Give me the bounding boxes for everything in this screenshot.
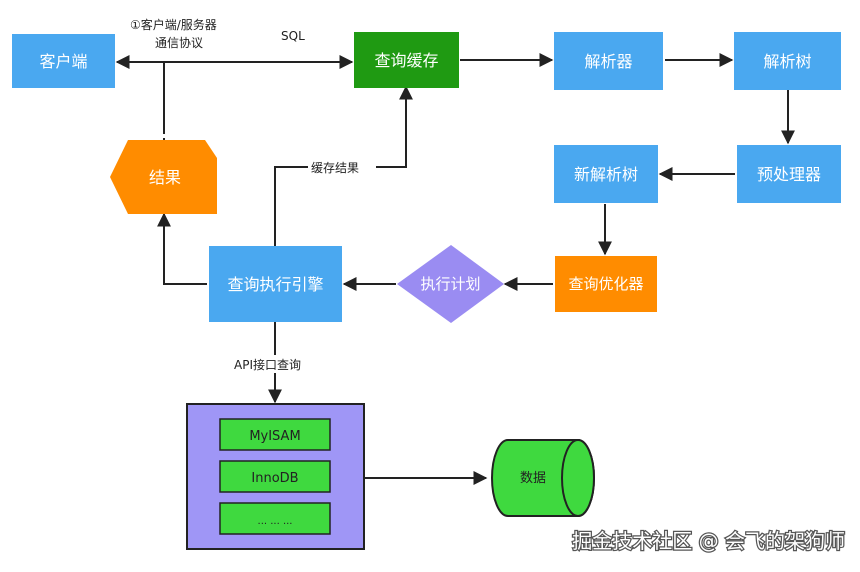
node-result-label: 结果 xyxy=(149,168,181,187)
node-new-parse-tree: 新解析树 xyxy=(554,145,658,203)
node-preprocessor: 预处理器 xyxy=(737,145,841,203)
node-client-label: 客户端 xyxy=(39,52,87,71)
node-data-cylinder: 数据 xyxy=(491,439,595,517)
storage-engine-more-label: ... ... ... xyxy=(258,516,293,527)
node-parser: 解析器 xyxy=(554,32,663,90)
node-preprocessor-label: 预处理器 xyxy=(757,165,821,184)
label-api-query: API接口查询 xyxy=(234,357,301,372)
node-client: 客户端 xyxy=(12,34,115,88)
node-execution-plan: 执行计划 xyxy=(397,245,504,323)
node-query-engine-label: 查询执行引擎 xyxy=(227,275,323,294)
label-protocol-line2: 通信协议 xyxy=(155,35,203,50)
node-query-cache: 查询缓存 xyxy=(354,32,459,88)
label-cache-result: 缓存结果 xyxy=(311,161,359,175)
node-new-parse-tree-label: 新解析树 xyxy=(574,165,638,184)
node-query-optimizer: 查询优化器 xyxy=(555,256,657,312)
storage-engine-container: MyISAM InnoDB ... ... ... xyxy=(186,403,365,550)
storage-engine-innodb-label: InnoDB xyxy=(251,471,298,486)
node-query-cache-label: 查询缓存 xyxy=(374,51,438,70)
node-parse-tree: 解析树 xyxy=(734,32,841,90)
storage-engine-myisam: MyISAM xyxy=(219,418,331,451)
node-data-label: 数据 xyxy=(520,471,546,486)
node-parser-label: 解析器 xyxy=(584,52,632,71)
node-result: 结果 xyxy=(110,140,217,214)
label-protocol-line1: ①客户端/服务器 xyxy=(130,17,217,32)
storage-engine-innodb: InnoDB xyxy=(219,460,331,493)
edge-labels: ①客户端/服务器 通信协议 SQL 缓存结果 API接口查询 xyxy=(130,17,376,373)
storage-engine-more: ... ... ... xyxy=(219,502,331,535)
edge-engine-result xyxy=(157,212,207,285)
label-sql: SQL xyxy=(281,29,305,43)
node-execution-plan-label: 执行计划 xyxy=(420,275,480,293)
edges xyxy=(115,53,795,485)
node-parse-tree-label: 解析树 xyxy=(763,52,811,71)
watermark: 掘金技术社区 @ 会飞的架狗师 xyxy=(572,529,845,553)
node-query-optimizer-label: 查询优化器 xyxy=(568,275,643,293)
node-query-engine: 查询执行引擎 xyxy=(209,246,342,322)
storage-engine-myisam-label: MyISAM xyxy=(249,429,300,444)
